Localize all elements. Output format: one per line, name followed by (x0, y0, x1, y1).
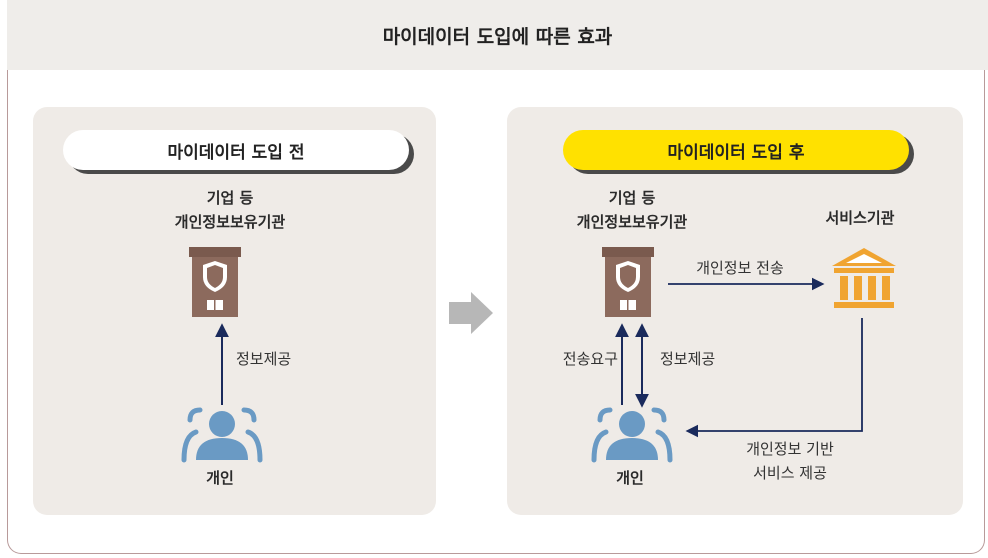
building-shield-icon (189, 247, 241, 317)
institution-after-line1: 기업 등 (608, 189, 656, 207)
person-label-before: 개인 (206, 469, 234, 487)
right-arrow-icon (449, 292, 493, 334)
heading-before: 마이데이터 도입 전 (63, 130, 409, 170)
building-shield-icon (602, 247, 654, 317)
provide-label-before: 정보제공 (236, 350, 292, 368)
people-icon (181, 407, 263, 463)
institution-before-line1: 기업 등 (206, 189, 254, 207)
service-provide-arrow (685, 318, 863, 438)
request-label: 전송요구 (562, 350, 618, 368)
institution-before-line2: 개인정보보유기관 (174, 213, 286, 231)
page-title: 마이데이터 도입에 따른 효과 (7, 0, 988, 70)
people-icon (591, 407, 673, 463)
content-frame (7, 70, 985, 554)
bank-icon (832, 248, 896, 308)
provide-label-after: 정보제공 (660, 350, 716, 368)
service-provide-line1: 개인정보 기반 (746, 440, 834, 458)
service-institution-label: 서비스기관 (825, 209, 895, 227)
heading-after: 마이데이터 도입 후 (563, 130, 909, 170)
service-provide-line2: 서비스 제공 (753, 464, 827, 482)
panel-after (507, 107, 963, 515)
institution-after-line2: 개인정보보유기관 (576, 213, 688, 231)
transfer-label: 개인정보 전송 (696, 259, 784, 277)
person-label-after: 개인 (616, 469, 644, 487)
